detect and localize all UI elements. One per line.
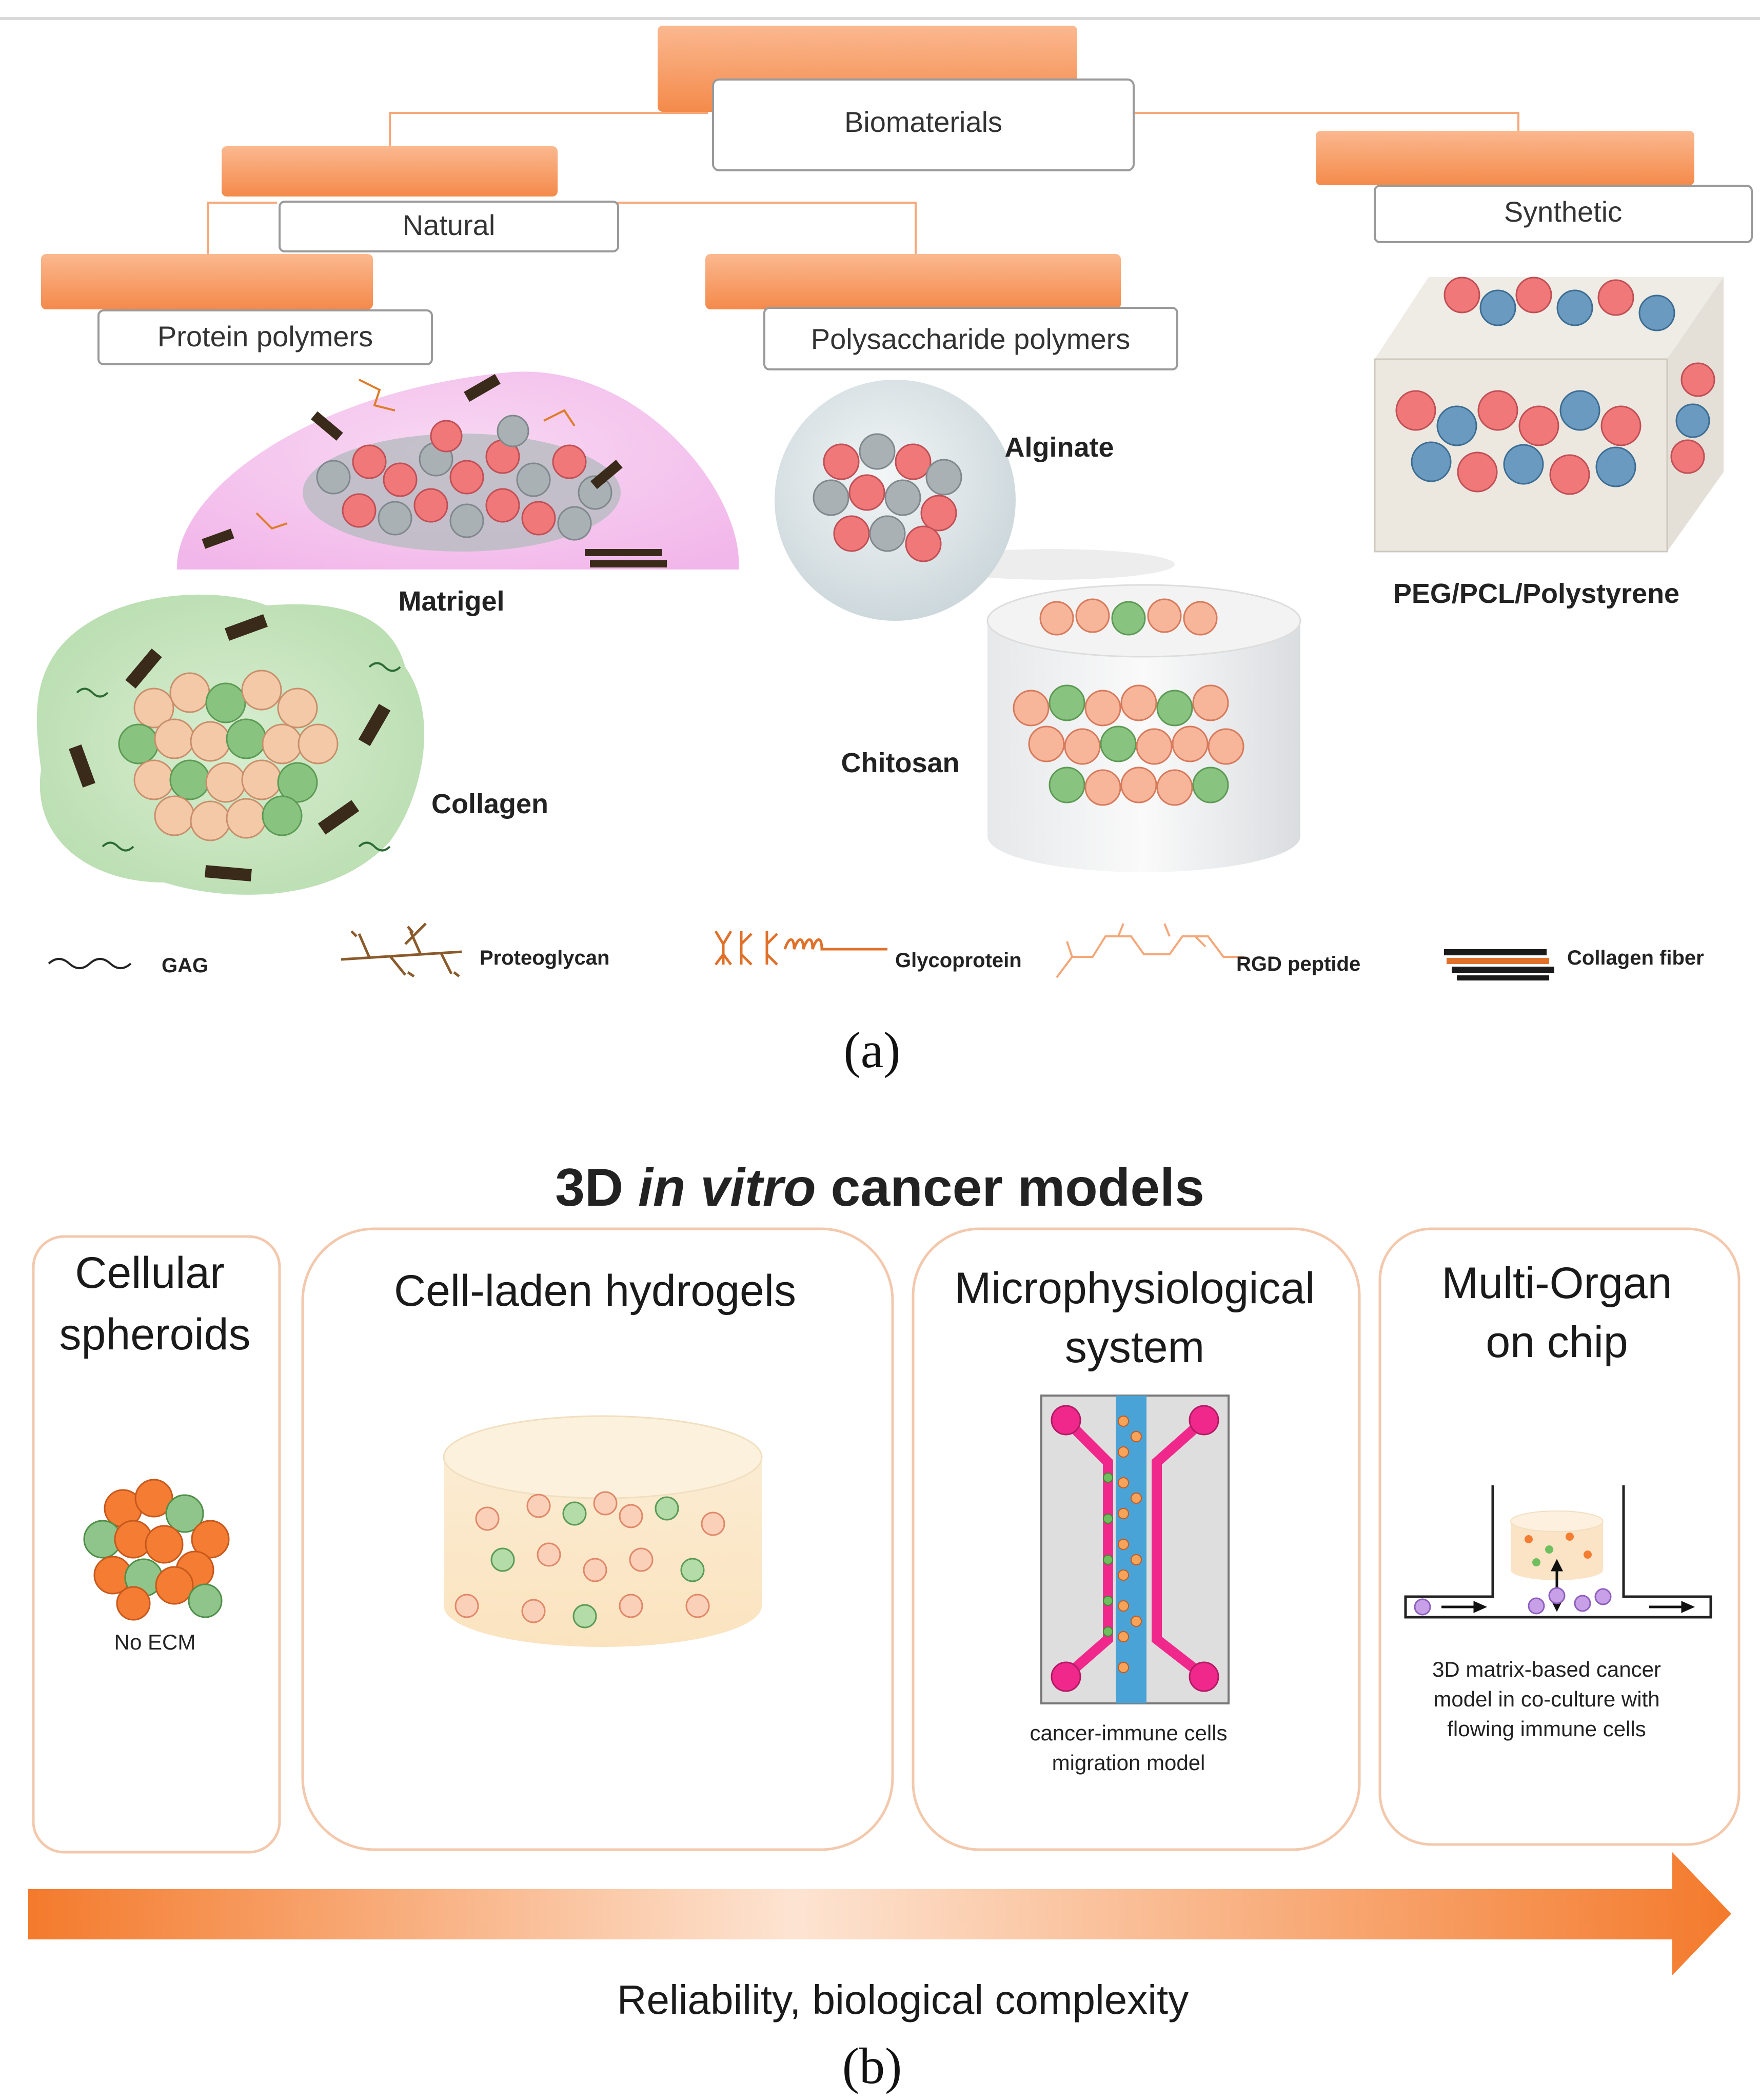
chip-cells	[1103, 1416, 1142, 1673]
chitosan-cells	[1013, 598, 1244, 806]
title-part-italic: in vitro	[638, 1158, 816, 1218]
node-protein-box	[97, 309, 433, 365]
legend: GAG Proteoglycan Glycoprotein RGD peptid…	[48, 923, 1704, 980]
alginate-cells	[813, 433, 962, 562]
synthetic-material-label: PEG/PCL/Polystyrene	[1393, 578, 1679, 609]
card-cellular-spheroids: Cellular spheroids No ECM	[32, 1235, 281, 1854]
card-spheroids-title-line2: spheroids	[60, 1310, 251, 1359]
spheroid-illustration	[83, 1479, 230, 1621]
chitosan-label: Chitosan	[841, 748, 959, 778]
node-polysaccharide-label: Polysaccharide polymers	[811, 323, 1130, 355]
card-microphysiological-system: Microphysiological system	[912, 1227, 1361, 1851]
microfluidic-chip-illustration	[1040, 1395, 1230, 1704]
legend-proteoglycan-label: Proteoglycan	[480, 947, 609, 969]
card-spheroids-title-line1: Cellular	[75, 1248, 225, 1298]
collagen-illustration: Collagen	[36, 594, 548, 895]
collagen-gag	[76, 662, 401, 852]
title-part-pre: 3D	[555, 1158, 638, 1218]
card-moc-title-line1: Multi-Organ	[1441, 1259, 1672, 1308]
complexity-arrow	[28, 1852, 1731, 1975]
hydrogel-illustration	[443, 1415, 763, 1647]
alginate-illustration: Alginate	[775, 380, 1175, 621]
complexity-arrow-label: Reliability, biological complexity	[617, 1977, 1189, 2023]
node-synthetic-box	[1374, 185, 1753, 243]
legend-rgd-peptide-label: RGD peptide	[1236, 953, 1360, 975]
matrigel-label: Matrigel	[398, 586, 504, 617]
synthetic-cube: PEG/PCL/Polystyrene	[1374, 277, 1724, 609]
node-polysaccharide-orange	[705, 254, 1121, 309]
card-moc-caption-line2: model in co-culture with	[1433, 1687, 1659, 1711]
chitosan-illustration: Chitosan	[841, 584, 1301, 872]
node-natural: Natural	[222, 146, 619, 252]
card-mps-caption-line1: cancer-immune cells	[1030, 1721, 1227, 1745]
matrigel-illustration: Matrigel	[176, 371, 739, 617]
card-spheroids-caption: No ECM	[114, 1630, 196, 1654]
legend-collagen-fiber-label: Collagen fiber	[1567, 947, 1704, 969]
node-biomaterials: Biomaterials	[658, 26, 1135, 171]
legend-glycoprotein-label: Glycoprotein	[895, 949, 1022, 972]
collagen-label: Collagen	[431, 789, 548, 819]
node-biomaterials-box	[712, 78, 1135, 171]
moc-flow-arrows	[1441, 1559, 1695, 1613]
node-protein-polymers: Protein polymers	[41, 254, 433, 365]
card-mps-title-line1: Microphysiological	[955, 1264, 1315, 1313]
card-hydrogels-title: Cell-laden hydrogels	[394, 1266, 796, 1316]
card-mps-caption-line2: migration model	[1052, 1751, 1205, 1775]
collagen-fibers	[69, 614, 391, 881]
node-synthetic-label: Synthetic	[1504, 195, 1622, 228]
node-protein-label: Protein polymers	[157, 320, 373, 352]
alginate-label: Alginate	[1004, 432, 1114, 463]
node-protein-orange	[41, 254, 373, 309]
moc-matrix	[1510, 1510, 1604, 1580]
title-part-post: cancer models	[816, 1158, 1204, 1218]
legend-gag-icon	[48, 958, 132, 969]
node-polysaccharide-polymers: Polysaccharide polymers	[705, 254, 1178, 370]
legend-collagen-fiber-icon	[1444, 949, 1554, 980]
node-natural-box	[279, 201, 619, 252]
legend-proteoglycan-icon	[341, 923, 462, 978]
card-moc-caption-line1: 3D matrix-based cancer	[1432, 1657, 1661, 1681]
tree-connectors	[207, 112, 1519, 254]
node-polysaccharide-box	[763, 307, 1178, 370]
panel-a-label: (a)	[844, 1022, 901, 1078]
matrigel-proteoglycan	[255, 379, 576, 530]
panel-b-title: 3D in vitro cancer models	[555, 1158, 1204, 1218]
legend-rgd-peptide-icon	[1056, 923, 1244, 978]
node-natural-orange	[222, 146, 558, 197]
panel-b-label: (b)	[842, 2037, 902, 2094]
legend-glycoprotein-icon	[714, 930, 887, 966]
cube-cells	[1395, 277, 1715, 495]
card-mps-title-line2: system	[1065, 1323, 1204, 1372]
moc-immune-cells	[1414, 1587, 1612, 1616]
collagen-cells	[118, 670, 339, 841]
matrigel-fibers	[202, 374, 667, 567]
card-moc-caption-line3: flowing immune cells	[1447, 1717, 1646, 1741]
card-moc-title-line2: on chip	[1486, 1318, 1628, 1367]
matrigel-cells	[303, 415, 621, 552]
card-cell-laden-hydrogels: Cell-laden hydrogels	[301, 1227, 894, 1851]
hydrogel-cells	[454, 1491, 725, 1628]
multi-organ-chip-illustration	[1404, 1485, 1712, 1619]
legend-gag-label: GAG	[162, 954, 208, 977]
node-synthetic: Synthetic	[1316, 131, 1753, 243]
chip-blue-channel	[1116, 1396, 1146, 1703]
node-natural-label: Natural	[403, 209, 496, 241]
node-biomaterials-label: Biomaterials	[844, 106, 1002, 138]
chip-pink-channels	[1063, 1417, 1207, 1679]
node-synthetic-orange	[1316, 131, 1694, 185]
card-multi-organ-on-chip: Multi-Organ on chip	[1378, 1227, 1741, 1846]
